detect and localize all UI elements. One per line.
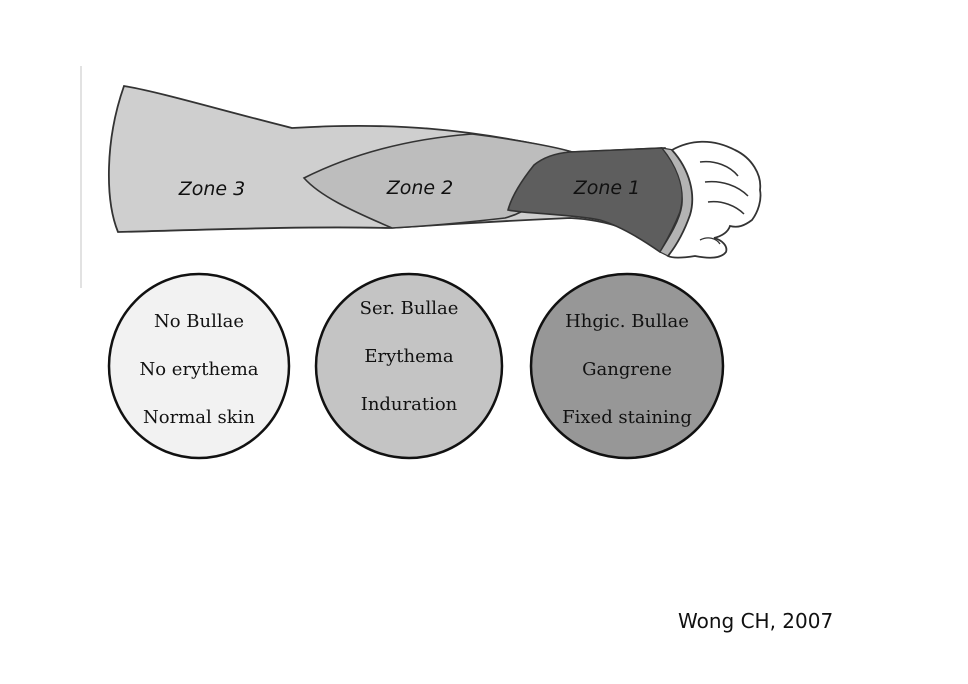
finger-crease xyxy=(707,200,745,215)
finger-crease xyxy=(699,160,739,177)
zone-2-criteria-circle: Ser. Bullae Erythema Induration xyxy=(314,272,504,460)
thumb-crease xyxy=(699,237,721,245)
circle-line: Fixed staining xyxy=(562,407,692,428)
hand-outline xyxy=(666,140,762,259)
circle-line: No erythema xyxy=(139,359,258,380)
circle-line: Gangrene xyxy=(582,359,672,380)
zone-3-label: Zone 3 xyxy=(178,178,246,200)
circle-line: Erythema xyxy=(364,346,453,367)
zone-3-criteria-circle: No Bullae No erythema Normal skin xyxy=(107,272,291,460)
citation-text: Wong CH, 2007 xyxy=(678,609,834,633)
zone-1-label: Zone 1 xyxy=(573,177,641,199)
circle-shape xyxy=(107,272,291,460)
circle-line: Normal skin xyxy=(143,407,255,428)
finger-crease xyxy=(704,180,749,197)
circle-line: No Bullae xyxy=(154,311,244,332)
circle-line: Ser. Bullae xyxy=(360,298,459,319)
zone-2-label: Zone 2 xyxy=(386,177,454,199)
zone-1-criteria-circle: Hhgic. Bullae Gangrene Fixed staining xyxy=(529,272,725,460)
circle-line: Induration xyxy=(361,394,458,415)
circle-shape xyxy=(529,272,725,460)
circle-line: Hhgic. Bullae xyxy=(565,311,689,332)
circle-shape xyxy=(314,272,504,460)
